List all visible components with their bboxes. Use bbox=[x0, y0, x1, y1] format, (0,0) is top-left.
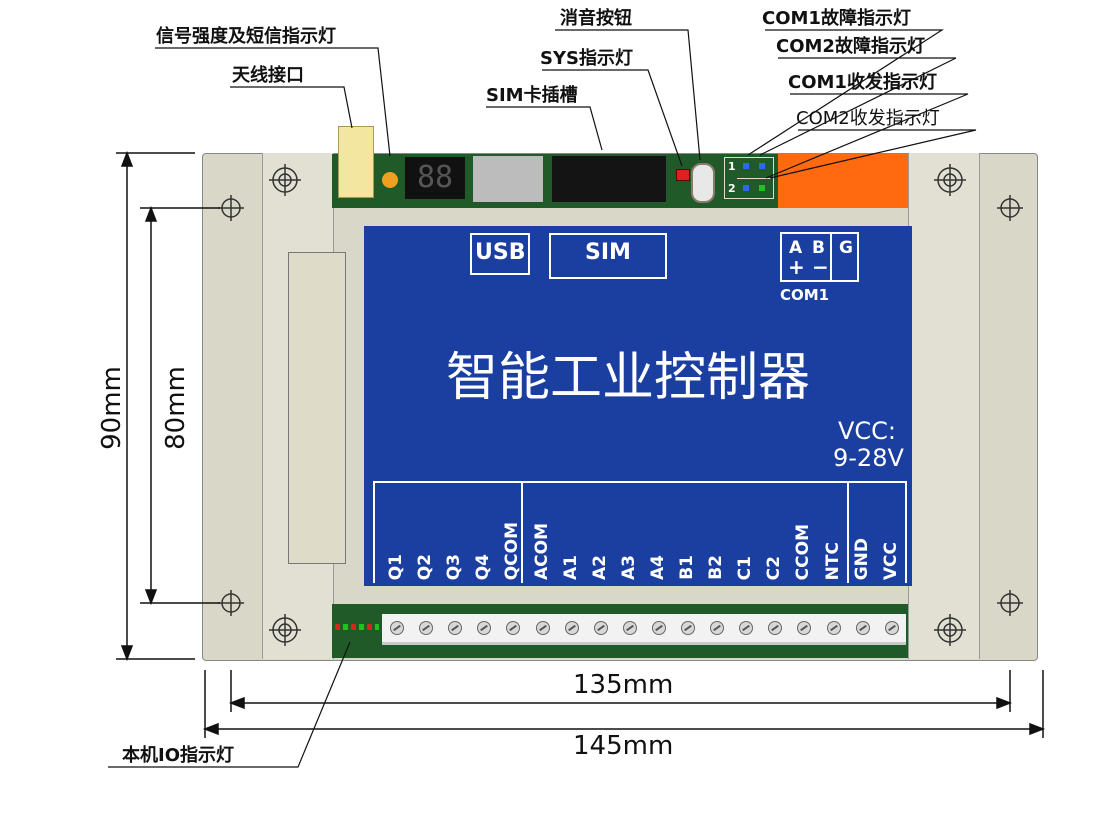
callout-com2-txrx: COM2收发指示灯 bbox=[796, 108, 940, 129]
dim-height-inner: 80mm bbox=[160, 366, 191, 450]
com-plus-label: + bbox=[788, 255, 805, 279]
dim-width-outer: 145mm bbox=[573, 731, 674, 761]
com-name-label: COM1 bbox=[780, 286, 830, 304]
housing-right-rail bbox=[908, 153, 980, 659]
rail-hole-rb-icon bbox=[997, 590, 1023, 616]
com2-txrx-led-icon bbox=[759, 185, 765, 191]
com-g-label: G bbox=[839, 238, 853, 258]
com1-fault-led-icon bbox=[743, 163, 749, 169]
mounting-hole-bl-icon bbox=[269, 614, 301, 646]
terminal-screw-ccom-icon[interactable] bbox=[797, 621, 812, 635]
terminal-screw-qcom-icon[interactable] bbox=[506, 621, 521, 635]
mounting-hole-br-icon bbox=[934, 614, 966, 646]
terminal-screw-b2-icon[interactable] bbox=[710, 621, 725, 635]
mute-button[interactable] bbox=[691, 163, 715, 203]
mounting-hole-tr-icon bbox=[934, 164, 966, 196]
callout-com2-fault: COM2故障指示灯 bbox=[776, 36, 925, 57]
rail-hole-lb-icon bbox=[218, 590, 244, 616]
terminal-rail bbox=[382, 614, 906, 645]
com-b-label: B bbox=[812, 238, 825, 258]
com-minus-label: − bbox=[812, 255, 829, 279]
com-box bbox=[780, 232, 832, 282]
dim-width-inner: 135mm bbox=[573, 670, 674, 700]
terminal-screw-a3-icon[interactable] bbox=[622, 621, 637, 635]
vcc-label: VCC: bbox=[838, 417, 897, 445]
led-divider bbox=[737, 178, 771, 179]
terminal-screw-gnd-icon[interactable] bbox=[855, 621, 870, 635]
callout-io-led: 本机IO指示灯 bbox=[122, 745, 234, 766]
callout-antenna: 天线接口 bbox=[232, 65, 304, 86]
antenna-connector[interactable] bbox=[338, 126, 374, 198]
com-a-label: A bbox=[789, 238, 803, 258]
vcc-range: 9-28V bbox=[833, 444, 904, 472]
callout-signal-led: 信号强度及短信指示灯 bbox=[156, 26, 336, 47]
rail-hole-rt-icon bbox=[997, 195, 1023, 221]
terminal-screw-ntc-icon[interactable] bbox=[826, 621, 841, 635]
com1-txrx-led-icon bbox=[759, 163, 765, 169]
terminal-screw-b1-icon[interactable] bbox=[681, 621, 695, 635]
signal-led-icon bbox=[382, 172, 398, 188]
terminal-screw-a2-icon[interactable] bbox=[593, 621, 608, 635]
terminal-screw-vcc-icon[interactable] bbox=[884, 621, 899, 635]
terminal-screw-a4-icon[interactable] bbox=[651, 621, 666, 635]
terminal-screw-q2-icon[interactable] bbox=[419, 621, 434, 635]
terminal-screw-c2-icon[interactable] bbox=[768, 621, 783, 635]
rail-hole-lt-icon bbox=[218, 195, 244, 221]
terminal-group-power bbox=[847, 481, 907, 583]
callout-sim-slot: SIM卡插槽 bbox=[486, 85, 578, 106]
seven-segment-display: 88 bbox=[405, 157, 465, 199]
terminal-screw-acom-icon[interactable] bbox=[535, 621, 550, 635]
callout-sys-led: SYS指示灯 bbox=[540, 48, 633, 69]
sim-card-slot[interactable] bbox=[552, 156, 666, 202]
terminal-screw-a1-icon[interactable] bbox=[564, 621, 579, 635]
led-row-2-label: 2 bbox=[728, 182, 736, 195]
com-g-box bbox=[832, 232, 859, 282]
side-slot bbox=[288, 252, 346, 564]
com-led-block: 1 2 bbox=[724, 157, 774, 199]
terminal-screw-q3-icon[interactable] bbox=[448, 621, 463, 635]
terminal-group-io bbox=[523, 481, 847, 583]
usb-label: USB bbox=[475, 240, 526, 265]
callout-com1-txrx: COM1收发指示灯 bbox=[788, 72, 937, 93]
usb-box bbox=[470, 233, 530, 275]
sim-label: SIM bbox=[585, 240, 631, 265]
terminal-screw-q1-icon[interactable] bbox=[390, 621, 404, 635]
mounting-hole-tl-icon bbox=[269, 164, 301, 196]
usb-port[interactable] bbox=[473, 156, 543, 202]
io-led-icon bbox=[335, 624, 379, 630]
terminal-group-q bbox=[373, 481, 523, 583]
led-row-1-label: 1 bbox=[728, 160, 736, 173]
sys-led-icon bbox=[676, 169, 690, 181]
product-title: 智能工业控制器 bbox=[446, 348, 811, 408]
sim-box bbox=[549, 233, 667, 279]
callout-com1-fault: COM1故障指示灯 bbox=[762, 8, 911, 29]
com-terminal-block bbox=[778, 154, 908, 208]
label-panel bbox=[364, 226, 912, 586]
com2-fault-led-icon bbox=[743, 185, 749, 191]
dim-height-outer: 90mm bbox=[96, 366, 127, 450]
terminal-screw-c1-icon[interactable] bbox=[739, 621, 754, 635]
callout-mute-button: 消音按钮 bbox=[560, 8, 632, 29]
terminal-screw-q4-icon[interactable] bbox=[477, 621, 492, 635]
